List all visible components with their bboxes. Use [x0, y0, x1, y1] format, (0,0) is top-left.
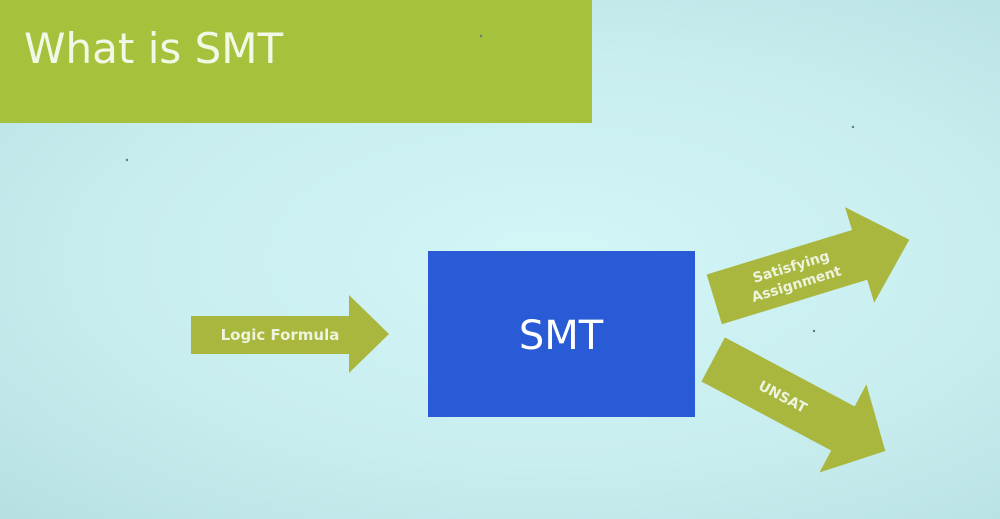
input-arrow: Logic Formula: [191, 295, 389, 373]
speck: [812, 329, 816, 333]
output-arrow-satisfying: Satisfying Assignment: [706, 207, 910, 325]
output-arrow-unsat-shape: [701, 337, 886, 473]
smt-box-label: SMT: [519, 313, 604, 359]
input-arrow-label: Logic Formula: [221, 326, 340, 344]
speck: [851, 125, 855, 129]
speck: [125, 158, 129, 162]
speck: [479, 34, 483, 38]
smt-box-rect: [428, 251, 695, 417]
title-bar: What is SMT: [0, 0, 592, 123]
output-arrow-satisfying-shape: [706, 207, 910, 325]
smt-box: SMT: [428, 251, 695, 417]
output-arrow-unsat: UNSAT: [701, 337, 886, 473]
slide-title: What is SMT: [24, 24, 284, 73]
input-arrow-shape: [191, 295, 389, 373]
